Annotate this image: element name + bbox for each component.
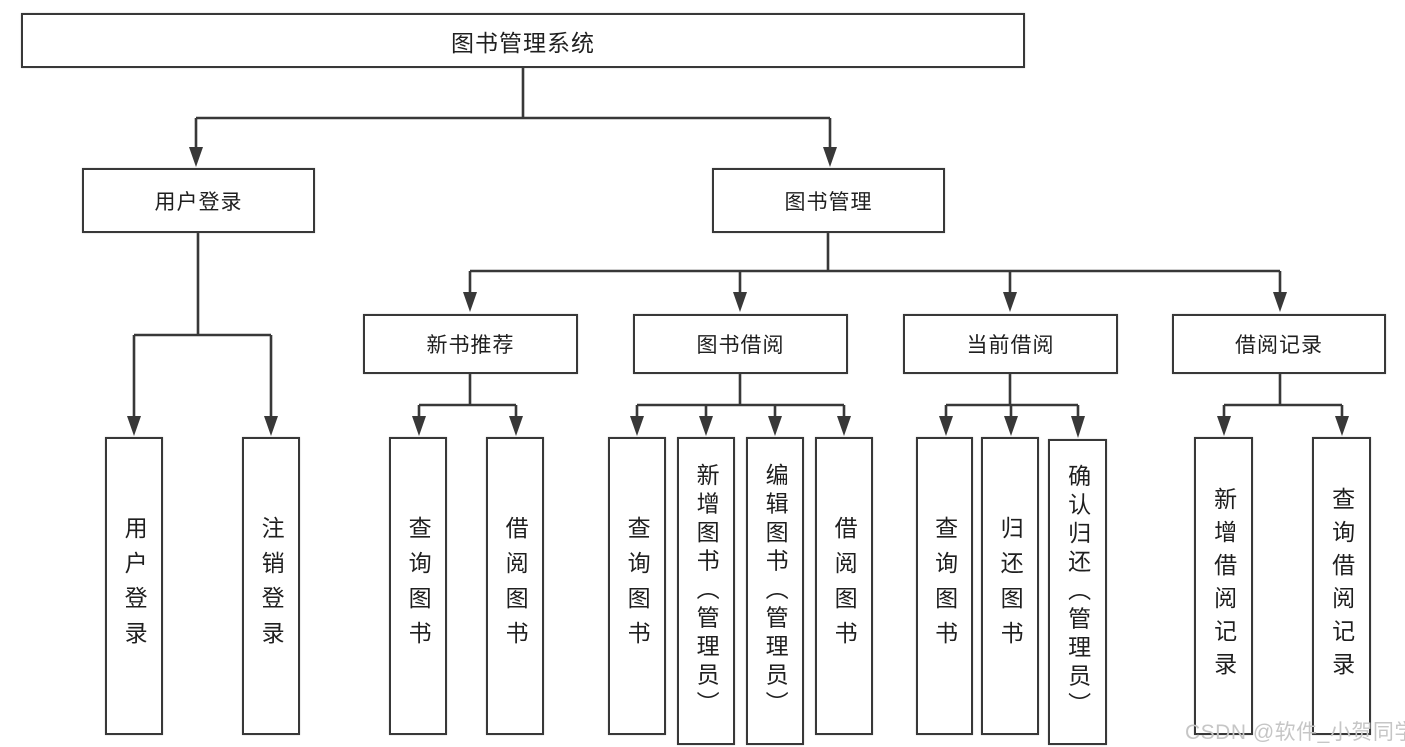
arrowhead-leaf [1071,416,1085,438]
arrowhead-leaf [630,416,644,436]
connector-root-to-level2 [194,68,832,150]
leaf-logout-action: 注销登录 [242,437,300,735]
node-root-library-system: 图书管理系统 [21,13,1025,68]
node-user-login: 用户登录 [82,168,315,233]
connector-new-book-rec-children [417,374,518,419]
node-label: 查询图书 [624,516,651,656]
node-borrow-records: 借阅记录 [1172,314,1386,374]
node-label: 新书推荐 [426,334,515,357]
leaf-cb-query-books: 查询图书 [916,437,973,735]
leaf-bb-add-books-admin: 新增图书（管理员） [677,437,735,745]
arrowhead-leaf [939,416,953,436]
node-current-borrow: 当前借阅 [903,314,1118,374]
node-book-management: 图书管理 [712,168,945,233]
csdn-watermark: CSDN @软件_小贺同学 [1185,721,1405,744]
leaf-cb-return-books: 归还图书 [981,437,1039,735]
node-label: 图书借阅 [696,334,785,357]
node-label: 借阅图书 [502,516,529,656]
node-label: 借阅图书 [831,516,858,656]
node-label: 归还图书 [997,516,1024,656]
arrowhead-user-login [189,147,203,167]
arrowhead-leaf [412,416,426,436]
node-label: 编辑图书（管理员） [762,462,789,720]
node-book-borrow: 图书借阅 [633,314,848,374]
connector-user-login-children [132,233,273,419]
arrowhead-leaf [1217,416,1231,436]
node-label: 查询图书 [405,516,432,656]
arrowhead-level3 [463,292,477,312]
node-label: 注销登录 [258,516,285,656]
arrowhead-leaf [127,416,141,436]
leaf-rec-query-books: 查询图书 [389,437,447,735]
leaf-rec-borrow-books: 借阅图书 [486,437,544,735]
node-new-book-recommend: 新书推荐 [363,314,578,374]
leaf-user-login-action: 用户登录 [105,437,163,735]
node-label: 确认归还（管理员） [1064,463,1091,721]
node-label: 用户登录 [121,516,148,656]
arrowhead-leaf [1004,416,1018,436]
leaf-br-add-record: 新增借阅记录 [1194,437,1253,735]
arrowhead-level3 [733,292,747,312]
arrowhead-leaf [264,416,278,436]
node-label: 借阅记录 [1235,334,1323,357]
leaf-bb-borrow-books: 借阅图书 [815,437,873,735]
node-label: 当前借阅 [966,334,1055,357]
leaf-cb-confirm-return-admin: 确认归还（管理员） [1048,439,1107,745]
arrowhead-leaf [509,416,523,436]
node-label: 新增图书（管理员） [693,462,720,720]
node-label: 图书管理系统 [451,29,595,56]
leaf-bb-query-books: 查询图书 [608,437,666,735]
connector-book-mgmt-children [468,233,1282,295]
node-label: 图书管理 [784,190,873,214]
arrowhead-leaf [768,416,782,436]
arrowhead-leaf [837,416,851,436]
arrowhead-level3 [1003,292,1017,312]
node-label: 查询图书 [931,516,958,656]
arrowhead-leaf [1335,416,1349,436]
connector-book-borrow-children [635,374,846,419]
node-label: 新增借阅记录 [1210,487,1237,685]
connector-current-borrow-children [944,374,1080,419]
leaf-bb-edit-books-admin: 编辑图书（管理员） [746,437,804,745]
arrowhead-leaf [699,416,713,436]
arrowhead-level3 [1273,292,1287,312]
arrowhead-book-mgmt [823,147,837,167]
leaf-br-query-record: 查询借阅记录 [1312,437,1371,735]
node-label: 用户登录 [154,190,243,214]
node-label: 查询借阅记录 [1328,487,1355,685]
connector-borrow-records-children [1222,374,1344,419]
